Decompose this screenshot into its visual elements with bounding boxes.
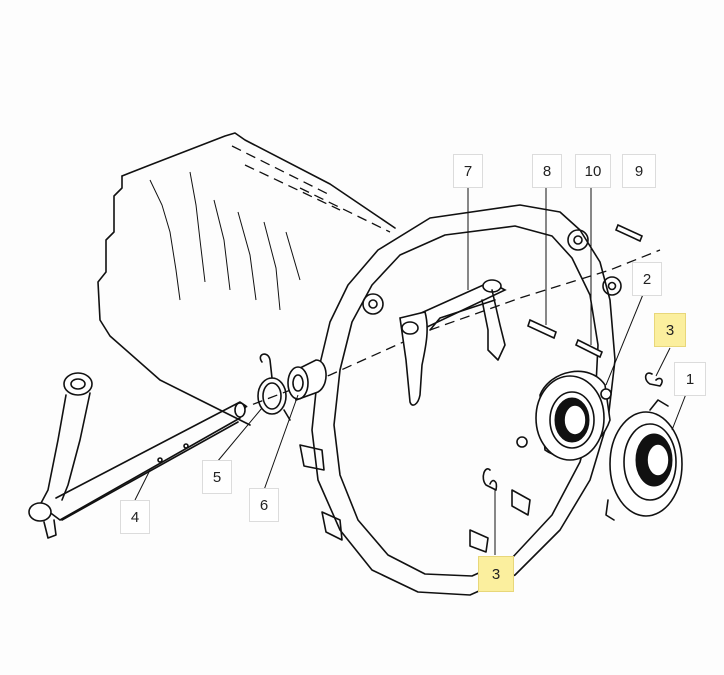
callout-label: 3 xyxy=(665,321,675,339)
callout-label: 7 xyxy=(463,162,473,180)
callout-label: 6 xyxy=(259,496,269,514)
callout-part-2[interactable]: 2 xyxy=(632,262,662,296)
retaining-clip-part-3-lower xyxy=(482,468,498,491)
clutch-plate-part-1 xyxy=(605,399,683,521)
callout-label: 10 xyxy=(584,162,602,180)
release-bearing-part-2 xyxy=(516,370,612,461)
callout-part-3-upper[interactable]: 3 xyxy=(654,313,686,347)
callout-label: 5 xyxy=(212,468,222,486)
transmission-case xyxy=(97,132,396,426)
retaining-clip-part-3-upper xyxy=(644,372,663,387)
release-lever-part-4 xyxy=(28,372,247,539)
callout-label: 4 xyxy=(130,508,140,526)
bushing-part-6 xyxy=(287,359,327,402)
callout-label: 3 xyxy=(491,565,501,583)
callout-label: 2 xyxy=(642,270,652,288)
callout-part-3-lower[interactable]: 3 xyxy=(478,556,514,592)
callout-label: 9 xyxy=(634,162,644,180)
callout-part-10[interactable]: 10 xyxy=(575,154,611,188)
callout-part-7[interactable]: 7 xyxy=(453,154,483,188)
callout-part-4[interactable]: 4 xyxy=(120,500,150,534)
callout-label: 8 xyxy=(542,162,552,180)
callout-part-1[interactable]: 1 xyxy=(674,362,706,396)
callout-part-9[interactable]: 9 xyxy=(622,154,656,188)
pin-part-9 xyxy=(614,223,644,243)
callout-part-5[interactable]: 5 xyxy=(202,460,232,494)
pin-part-10 xyxy=(574,338,604,359)
release-fork-part-7 xyxy=(399,279,507,406)
callout-part-6[interactable]: 6 xyxy=(249,488,279,522)
pin-part-8 xyxy=(527,318,557,340)
callout-label: 1 xyxy=(685,370,695,388)
leader-lines xyxy=(134,186,687,555)
callout-part-8[interactable]: 8 xyxy=(532,154,562,188)
return-spring-part-5 xyxy=(257,353,291,421)
